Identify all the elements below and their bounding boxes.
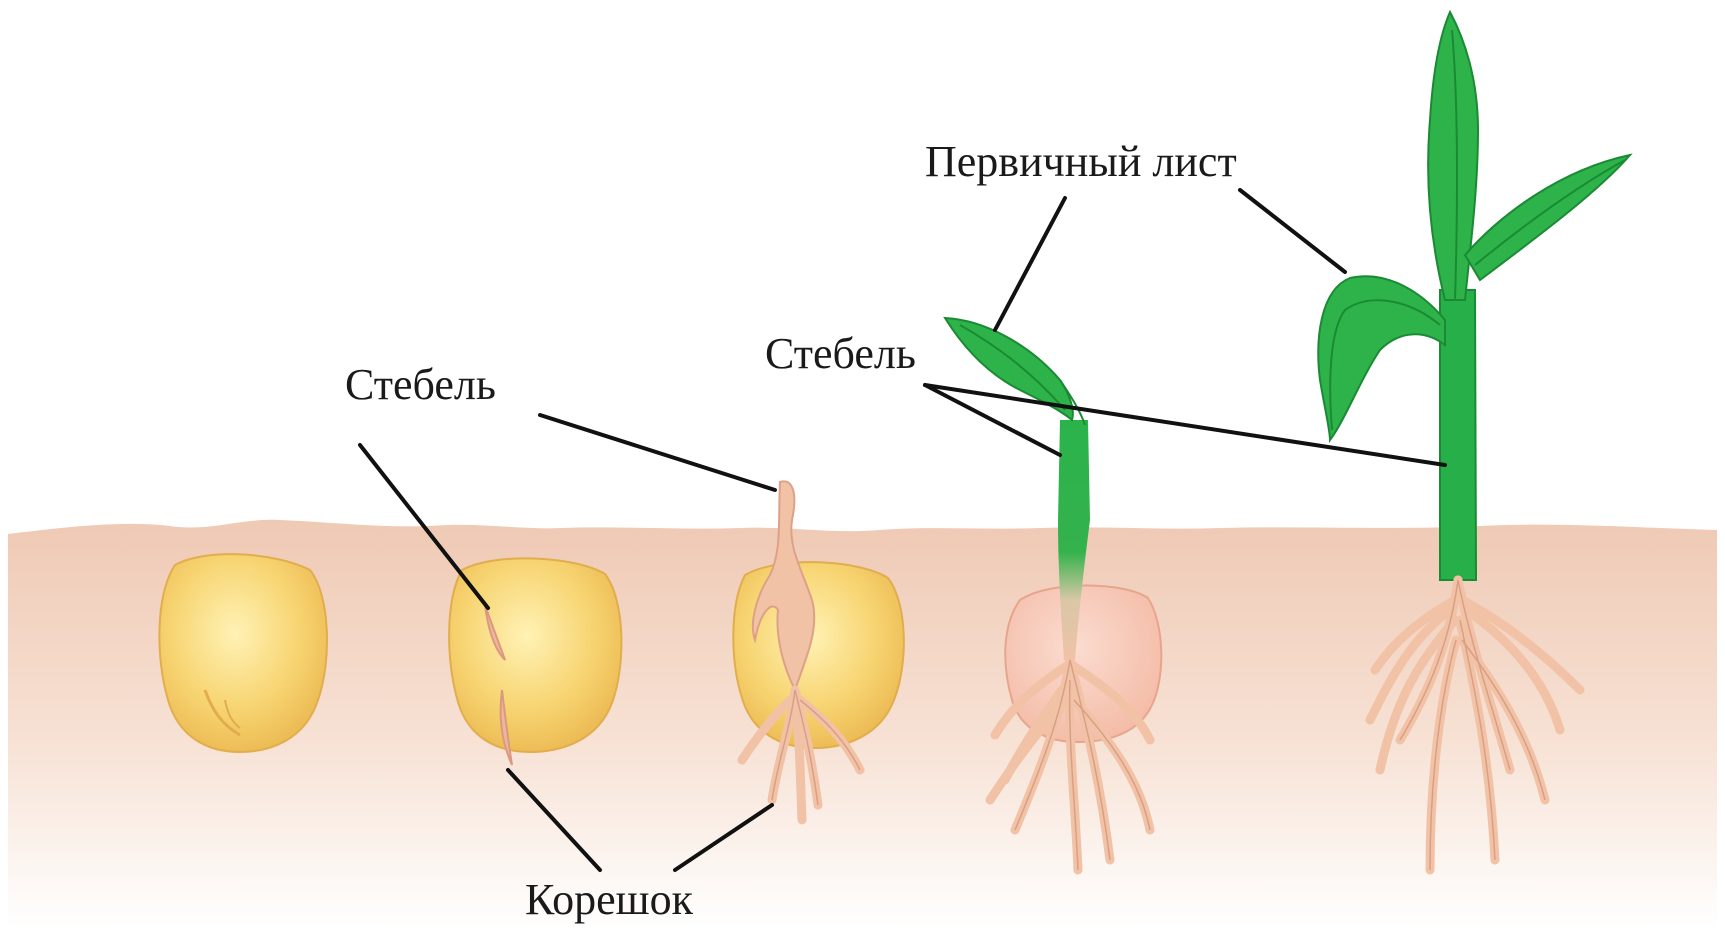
label-primary-leaf: Первичный лист <box>925 140 1237 184</box>
leader-leaf-to-stage-5 <box>1240 190 1345 272</box>
leader-leaf-to-stage-4 <box>995 198 1065 330</box>
leader-stem-1-to-seed-3 <box>540 415 775 490</box>
seed-stage-1 <box>159 554 327 752</box>
label-root: Корешок <box>525 878 693 922</box>
label-stem-left: Стебель <box>345 363 496 407</box>
label-stem-right: Стебель <box>765 332 916 376</box>
